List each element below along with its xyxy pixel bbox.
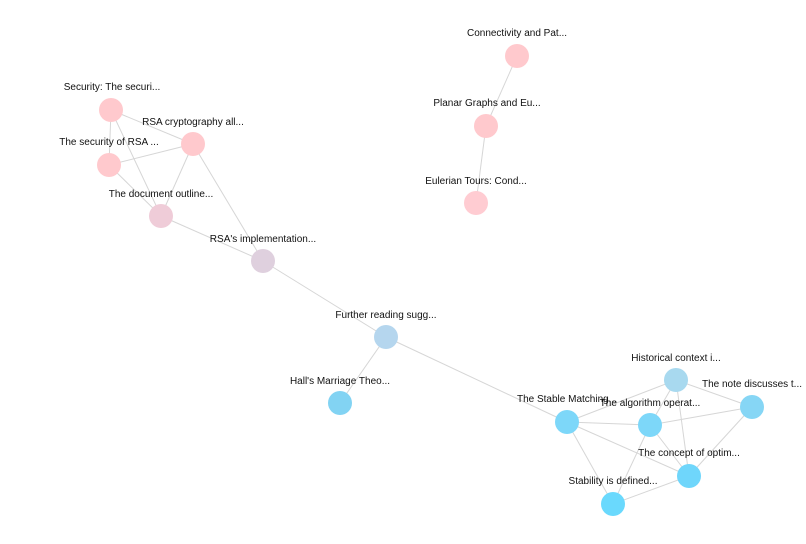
node-circle[interactable] xyxy=(251,249,275,273)
graph-node-n5[interactable]: RSA cryptography all... xyxy=(142,117,244,156)
graph-node-n15[interactable]: The concept of optim... xyxy=(638,448,740,488)
node-label: The security of RSA ... xyxy=(59,137,158,148)
node-circle[interactable] xyxy=(505,44,529,68)
node-label: RSA's implementation... xyxy=(210,234,316,245)
node-circle[interactable] xyxy=(149,204,173,228)
edge-n12-n14 xyxy=(675,379,753,408)
node-label: Further reading sugg... xyxy=(335,310,436,321)
edge-n15-n16 xyxy=(612,475,690,505)
node-circle[interactable] xyxy=(638,413,662,437)
node-circle[interactable] xyxy=(677,464,701,488)
node-label: Security: The securi... xyxy=(64,82,161,93)
edge-n2-n3 xyxy=(475,125,487,204)
edge-n8-n9 xyxy=(262,260,387,338)
edge-n11-n16 xyxy=(566,421,614,505)
edge-n13-n14 xyxy=(649,406,753,426)
edge-n13-n16 xyxy=(612,424,651,505)
node-label: The document outline... xyxy=(109,189,214,200)
edge-n1-n2 xyxy=(485,55,518,127)
node-circle[interactable] xyxy=(664,368,688,392)
node-circle[interactable] xyxy=(555,410,579,434)
edge-n14-n15 xyxy=(688,406,753,477)
node-circle[interactable] xyxy=(181,132,205,156)
node-label: Historical context i... xyxy=(631,353,720,364)
node-circle[interactable] xyxy=(740,395,764,419)
graph-node-n3[interactable]: Eulerian Tours: Cond... xyxy=(425,176,527,215)
edge-n5-n6 xyxy=(108,143,194,166)
node-label: Eulerian Tours: Cond... xyxy=(425,176,527,187)
graph-node-n9[interactable]: Further reading sugg... xyxy=(335,310,437,349)
node-label: The note discusses t... xyxy=(702,379,802,390)
node-label: The concept of optim... xyxy=(638,448,740,459)
graph-node-n16[interactable]: Stability is defined... xyxy=(569,476,658,516)
edge-n4-n5 xyxy=(110,109,194,145)
edge-n11-n13 xyxy=(566,421,651,426)
graph-node-n14[interactable]: The note discusses t... xyxy=(702,379,802,419)
node-label: Stability is defined... xyxy=(569,476,658,487)
graph-node-n13[interactable]: The algorithm operat... xyxy=(600,398,701,437)
node-label: The Stable Matching... xyxy=(517,394,617,405)
edge-n9-n11 xyxy=(385,336,568,423)
edge-n7-n8 xyxy=(160,215,264,262)
graph-node-n2[interactable]: Planar Graphs and Eu... xyxy=(433,98,541,138)
node-circle[interactable] xyxy=(99,98,123,122)
node-circle[interactable] xyxy=(464,191,488,215)
node-label: Hall's Marriage Theo... xyxy=(290,376,390,387)
node-label: RSA cryptography all... xyxy=(142,117,244,128)
graph-node-n8[interactable]: RSA's implementation... xyxy=(210,234,316,273)
node-label: The algorithm operat... xyxy=(600,398,701,409)
node-circle[interactable] xyxy=(601,492,625,516)
edge-n11-n15 xyxy=(566,421,690,477)
node-label: Connectivity and Pat... xyxy=(467,28,567,39)
node-circle[interactable] xyxy=(374,325,398,349)
graph-node-n6[interactable]: The security of RSA ... xyxy=(59,137,159,177)
node-label: Planar Graphs and Eu... xyxy=(433,98,540,109)
graph-node-n12[interactable]: Historical context i... xyxy=(631,353,721,392)
edge-n11-n12 xyxy=(566,379,677,423)
node-layer: Connectivity and Pat... Planar Graphs and… xyxy=(59,28,802,516)
edge-n5-n7 xyxy=(160,143,194,217)
graph-node-n11[interactable]: The Stable Matching... xyxy=(517,394,617,434)
graph-node-n4[interactable]: Security: The securi... xyxy=(64,82,161,122)
edge-layer xyxy=(108,55,753,505)
node-circle[interactable] xyxy=(97,153,121,177)
edge-n9-n10 xyxy=(339,336,387,404)
edge-n6-n7 xyxy=(108,164,162,217)
edge-n5-n8 xyxy=(192,143,264,262)
edge-n4-n7 xyxy=(110,109,162,217)
node-circle[interactable] xyxy=(474,114,498,138)
graph-node-n1[interactable]: Connectivity and Pat... xyxy=(467,28,567,68)
edge-n12-n15 xyxy=(675,379,690,477)
node-circle[interactable] xyxy=(328,391,352,415)
graph-node-n10[interactable]: Hall's Marriage Theo... xyxy=(290,376,390,415)
graph-node-n7[interactable]: The document outline... xyxy=(109,189,214,228)
